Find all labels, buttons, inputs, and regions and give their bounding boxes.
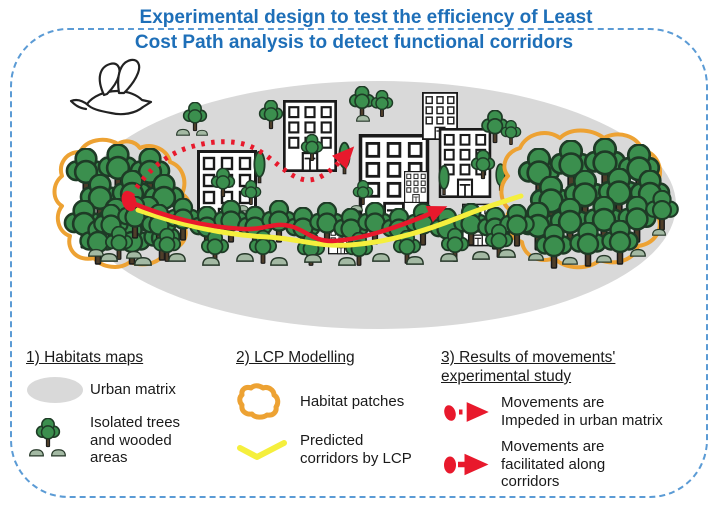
legend-habitats-maps: 1) Habitats maps Urban matrix Isolated t… (26, 348, 231, 476)
facilitated-movement-icon (441, 450, 501, 478)
page-title-text: Experimental design to test the efficien… (127, 7, 593, 53)
impeded-movement-label: Movements are Impeded in urban matrix (501, 394, 663, 429)
isolated-trees-label: Isolated trees and wooded areas (90, 414, 181, 466)
facilitated-movement-label: Movements are facilitated along corridor… (501, 438, 606, 490)
facilitated-movement-arrow (127, 199, 448, 244)
habitat-patch-right (499, 128, 679, 270)
impeded-movement-arrow (128, 139, 355, 198)
lcp-corridor-line (135, 193, 524, 248)
habitat-patch-left (52, 137, 193, 269)
legend-results-heading: 3) Results of movements' experimental st… (441, 349, 616, 385)
legend-row-isolated-trees: Isolated trees and wooded areas (26, 414, 231, 467)
illustration (52, 58, 679, 329)
impeded-movement-icon (441, 398, 501, 426)
legend-movement-results: 3) Results of movements' experimental st… (441, 348, 709, 500)
movement-origin-dot (121, 190, 137, 212)
page-title: Experimental design to test the efficien… (0, 5, 720, 55)
bird-icon (69, 58, 153, 116)
urban-matrix-label: Urban matrix (90, 381, 176, 399)
legend-row-predicted-corridors: Predicted corridors by LCP (236, 432, 436, 467)
legend-row-urban-matrix: Urban matrix (26, 375, 231, 405)
legend-row-facilitated: Movements are facilitated along corridor… (441, 438, 709, 491)
legend-habitats-heading: 1) Habitats maps (26, 349, 144, 366)
urban-matrix-icon (26, 375, 90, 405)
isolated-trees-icon (26, 417, 90, 463)
habitat-patches-label: Habitat patches (300, 393, 405, 411)
habitat-patch-icon (236, 381, 300, 423)
legend-lcp-modelling: 2) LCP Modelling Habitat patches Predict… (236, 348, 436, 476)
dashed-border-frame (10, 28, 708, 498)
predicted-corridors-label: Predicted corridors by LCP (300, 432, 412, 467)
legend-lcp-heading: 2) LCP Modelling (236, 349, 355, 366)
predicted-corridor-icon (236, 436, 300, 464)
legend-row-habitat-patches: Habitat patches (236, 381, 436, 423)
legend-row-impeded: Movements are Impeded in urban matrix (441, 394, 709, 429)
